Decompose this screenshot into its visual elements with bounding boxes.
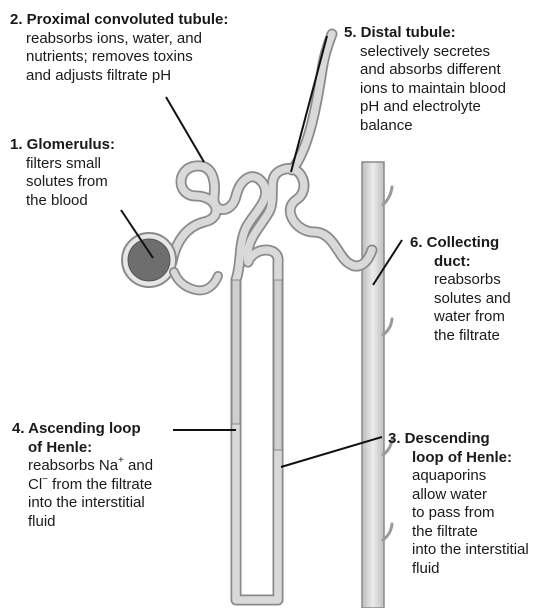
- distal-line-2: and absorbs different: [360, 61, 506, 80]
- descending-line-5: into the interstitial fluid: [412, 541, 540, 578]
- collecting-line-1: reabsorbs: [434, 271, 511, 290]
- collecting-line-3: water from: [434, 308, 511, 327]
- glomerulus-line-1: filters small: [26, 155, 115, 174]
- ascending-na-charge: +: [118, 455, 124, 466]
- ascending-cl-charge: −: [42, 474, 48, 485]
- ascending-line-1: reabsorbs Na+ and: [28, 457, 153, 476]
- label-collecting-duct: 6. Collecting duct: reabsorbs solutes an…: [410, 234, 511, 345]
- proximal-line-1: reabsorbs ions, water, and: [26, 30, 228, 49]
- label-distal-tubule: 5. Distal tubule: selectively secretes a…: [344, 24, 506, 135]
- label-glomerulus: 1. Glomerulus: filters small solutes fro…: [10, 136, 115, 210]
- descending-line-4: the filtrate: [412, 523, 540, 542]
- descending-title: 3. Descending: [388, 430, 540, 449]
- glomerulus-line-2: solutes from: [26, 173, 115, 192]
- collecting-title: 6. Collecting: [410, 234, 511, 253]
- ascending-title-2: of Henle:: [28, 439, 153, 458]
- ascending-line-4: fluid: [28, 513, 153, 532]
- descending-thick-segment: [274, 280, 282, 450]
- ascending-line-3: into the interstitial: [28, 494, 153, 513]
- ascending-line-1-post: and: [124, 457, 153, 474]
- label-proximal-tubule: 2. Proximal convoluted tubule: reabsorbs…: [10, 11, 228, 85]
- tubule-outline: [172, 34, 372, 600]
- glomerulus-line-3: the blood: [26, 192, 115, 211]
- collecting-line-4: the filtrate: [434, 327, 511, 346]
- descending-line-1: aquaporins: [412, 467, 540, 486]
- collecting-line-2: solutes and: [434, 290, 511, 309]
- descending-title-2: loop of Henle:: [412, 449, 540, 468]
- distal-line-4: pH and electrolyte: [360, 98, 506, 117]
- ascending-line-1-pre: reabsorbs Na: [28, 457, 118, 474]
- ascending-line-2-post: from the filtrate: [48, 476, 152, 493]
- glomerulus-icon: [128, 239, 170, 281]
- ascending-line-2-pre: Cl: [28, 476, 42, 493]
- proximal-line-3: and adjusts filtrate pH: [26, 67, 228, 86]
- leader-proximal: [166, 97, 204, 162]
- ascending-line-2: Cl− from the filtrate: [28, 476, 153, 495]
- ascending-thick-segment: [232, 280, 240, 424]
- distal-line-3: ions to maintain blood: [360, 80, 506, 99]
- label-ascending-loop: 4. Ascending loop of Henle: reabsorbs Na…: [12, 420, 153, 531]
- distal-line-1: selectively secretes: [360, 43, 506, 62]
- proximal-line-2: nutrients; removes toxins: [26, 48, 228, 67]
- collecting-title-2: duct:: [434, 253, 511, 272]
- descending-line-3: to pass from: [412, 504, 540, 523]
- distal-line-5: balance: [360, 117, 506, 136]
- glomerulus-title: 1. Glomerulus:: [10, 136, 115, 155]
- glomerulus-capsule: [122, 233, 176, 287]
- tubule-fill: [172, 34, 372, 600]
- proximal-title: 2. Proximal convoluted tubule:: [10, 11, 228, 30]
- descending-line-2: allow water: [412, 486, 540, 505]
- distal-title: 5. Distal tubule:: [344, 24, 506, 43]
- label-descending-loop: 3. Descending loop of Henle: aquaporins …: [388, 430, 540, 578]
- ascending-title: 4. Ascending loop: [12, 420, 153, 439]
